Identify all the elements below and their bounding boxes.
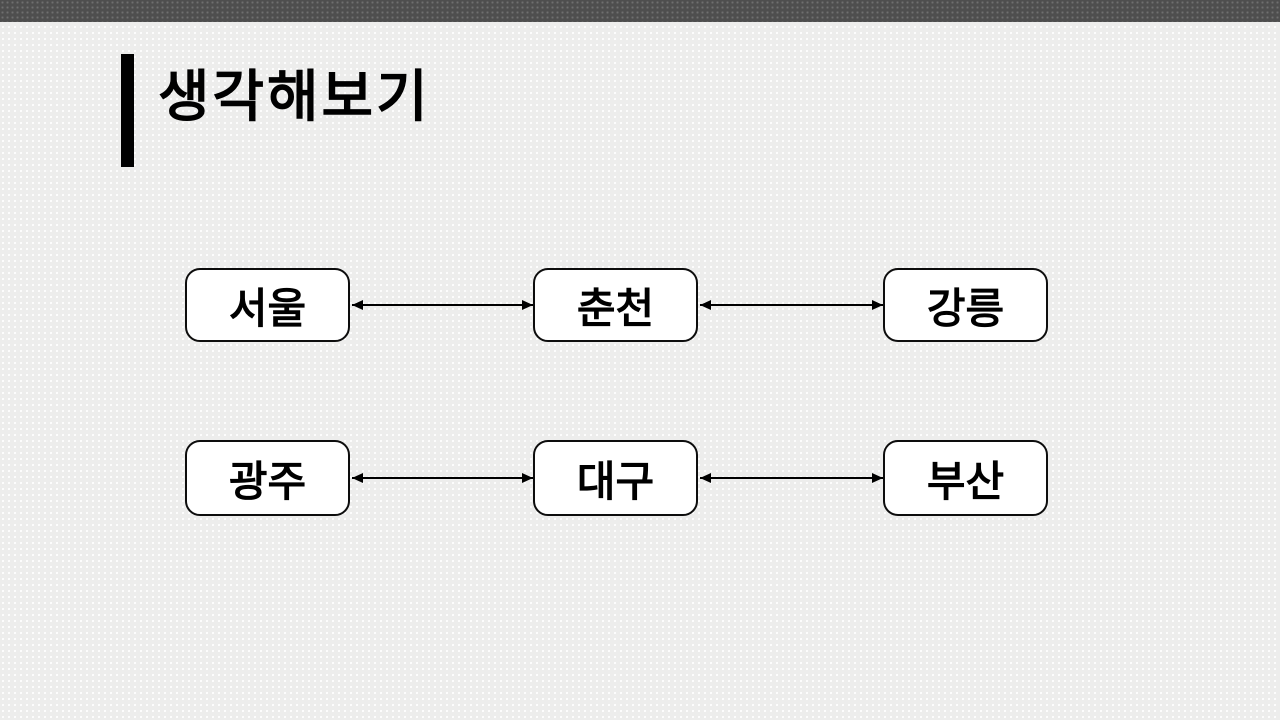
node-label: 부산 [926,457,1005,505]
node-label: 광주 [228,457,307,505]
slide-title: 생각해보기 [158,65,431,128]
title-accent-bar [121,54,134,167]
node-label: 대구 [576,457,655,505]
bidirectional-arrow-seoul-chuncheon [352,300,533,310]
diagram-node-seoul: 서울 [185,268,350,342]
diagram-node-chuncheon: 춘천 [533,268,698,342]
node-label: 춘천 [576,284,655,332]
top-accent-strip [0,0,1280,22]
bidirectional-arrow-gwangju-daegu [352,473,533,483]
bidirectional-arrow-daegu-busan [700,473,883,483]
diagram-node-busan: 부산 [883,440,1048,516]
node-label: 강릉 [926,284,1005,332]
diagram-node-gangneung: 강릉 [883,268,1048,342]
diagram-node-gwangju: 광주 [185,440,350,516]
diagram-node-daegu: 대구 [533,440,698,516]
node-label: 서울 [228,284,307,332]
bidirectional-arrow-chuncheon-gangneung [700,300,883,310]
